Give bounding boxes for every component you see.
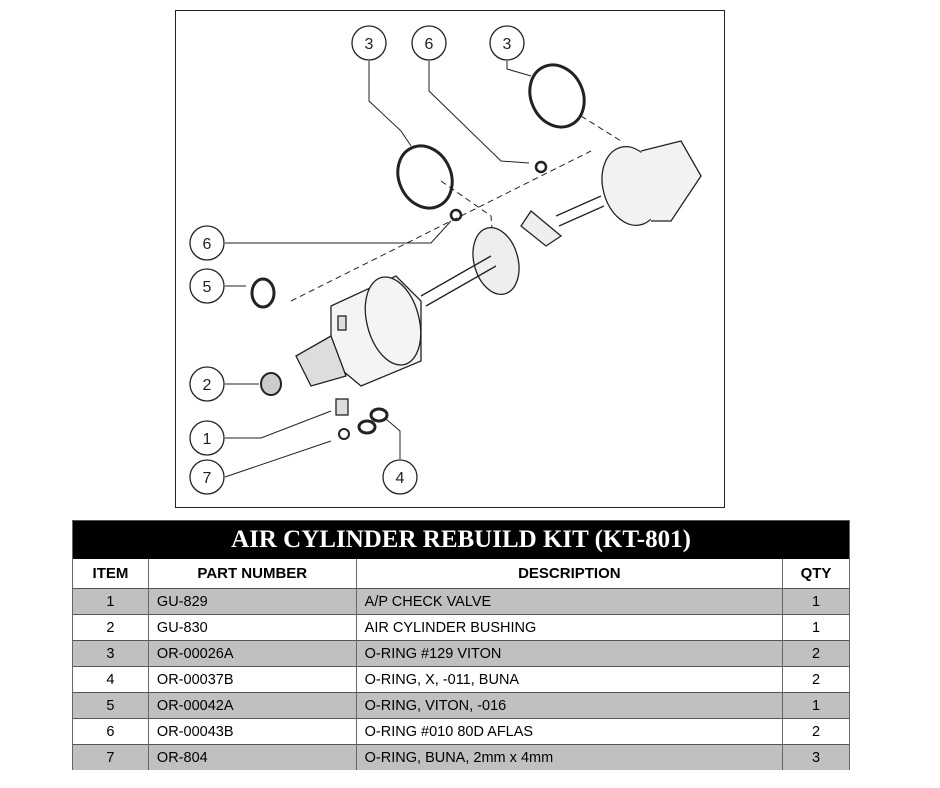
svg-text:5: 5 xyxy=(203,279,212,296)
svg-text:2: 2 xyxy=(203,377,212,394)
cell-item: 2 xyxy=(72,614,149,641)
cell-part: OR-00042A xyxy=(147,692,357,719)
header-part-number: PART NUMBER xyxy=(147,559,357,589)
cell-part: GU-829 xyxy=(147,588,357,615)
svg-text:3: 3 xyxy=(503,36,512,53)
cell-desc: A/P CHECK VALVE xyxy=(355,588,784,615)
cell-part: OR-00037B xyxy=(147,666,357,693)
svg-text:6: 6 xyxy=(203,236,212,253)
cell-desc: O-RING #129 VITON xyxy=(355,640,784,667)
callout-5: 5 xyxy=(189,268,225,304)
svg-text:1: 1 xyxy=(203,431,212,448)
callout-3-top-right: 3 xyxy=(489,25,525,61)
cell-qty: 2 xyxy=(782,718,850,745)
callout-2: 2 xyxy=(189,366,225,402)
cell-item: 3 xyxy=(72,640,149,667)
cell-qty: 1 xyxy=(782,588,850,615)
header-qty: QTY xyxy=(782,559,850,589)
cell-desc: O-RING, BUNA, 2mm x 4mm xyxy=(355,744,784,770)
callout-3-top-left: 3 xyxy=(351,25,387,61)
callout-6-top: 6 xyxy=(411,25,447,61)
cell-qty: 1 xyxy=(782,614,850,641)
cell-qty: 2 xyxy=(782,640,850,667)
cell-qty: 1 xyxy=(782,692,850,719)
header-item: ITEM xyxy=(72,559,149,589)
cell-part: OR-00026A xyxy=(147,640,357,667)
cell-desc: O-RING, VITON, -016 xyxy=(355,692,784,719)
cell-desc: O-RING, X, -011, BUNA xyxy=(355,666,784,693)
callout-7: 7 xyxy=(189,459,225,495)
table-title: AIR CYLINDER REBUILD KIT (KT-801) xyxy=(72,520,850,559)
exploded-view-drawing: 3 6 3 6 5 2 1 7 4 xyxy=(189,25,702,495)
parts-table: AIR CYLINDER REBUILD KIT (KT-801) ITEM P… xyxy=(72,520,850,770)
cell-item: 5 xyxy=(72,692,149,719)
cell-item: 4 xyxy=(72,666,149,693)
table-header-row: ITEM PART NUMBER DESCRIPTION QTY xyxy=(72,559,850,589)
cell-qty: 2 xyxy=(782,666,850,693)
cell-part: OR-804 xyxy=(147,744,357,770)
cell-desc: O-RING #010 80D AFLAS xyxy=(355,718,784,745)
svg-text:7: 7 xyxy=(203,470,212,487)
callout-4: 4 xyxy=(382,459,418,495)
callout-1: 1 xyxy=(189,420,225,456)
cell-item: 6 xyxy=(72,718,149,745)
cell-part: OR-00043B xyxy=(147,718,357,745)
cell-qty: 3 xyxy=(782,744,850,770)
callout-6-left: 6 xyxy=(189,225,225,261)
svg-text:6: 6 xyxy=(425,36,434,53)
exploded-view-diagram: 3 6 3 6 5 2 1 7 4 xyxy=(175,10,725,508)
header-description: DESCRIPTION xyxy=(355,559,784,589)
cell-desc: AIR CYLINDER BUSHING xyxy=(355,614,784,641)
cell-item: 7 xyxy=(72,744,149,770)
svg-text:3: 3 xyxy=(365,36,374,53)
cell-part: GU-830 xyxy=(147,614,357,641)
leader-lines xyxy=(224,61,532,478)
svg-text:4: 4 xyxy=(396,470,405,487)
cell-item: 1 xyxy=(72,588,149,615)
